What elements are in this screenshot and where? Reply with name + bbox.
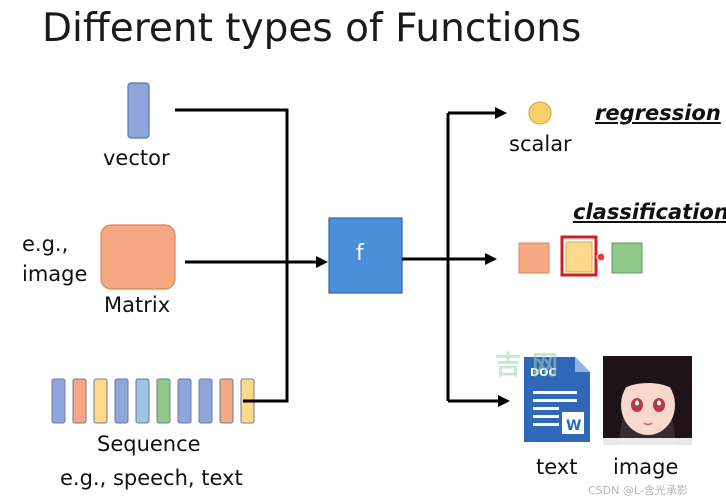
vector-label: vector bbox=[103, 146, 170, 170]
sequence-bar bbox=[51, 378, 66, 424]
function-box bbox=[328, 217, 403, 294]
class-box-green bbox=[611, 242, 643, 274]
vector-shape bbox=[127, 82, 150, 139]
class-box-orange bbox=[518, 242, 550, 274]
vector-connector bbox=[175, 108, 289, 262]
matrix-shape bbox=[100, 224, 176, 290]
regression-label: regression bbox=[595, 101, 721, 125]
scalar-shape bbox=[528, 101, 552, 125]
watermark-overlay: 吉 网 bbox=[495, 351, 560, 381]
matrix-arrow-head bbox=[316, 256, 328, 268]
doc-icon bbox=[524, 357, 590, 442]
scalar-label: scalar bbox=[509, 132, 572, 156]
class-box-yellow-highlight bbox=[560, 235, 598, 277]
sequence-bar bbox=[72, 378, 87, 424]
cursor-dot-icon bbox=[596, 252, 606, 262]
sequence-connector bbox=[243, 262, 289, 403]
classification-arrow-head bbox=[485, 253, 497, 265]
sequence-label: Sequence bbox=[97, 432, 201, 456]
doc-icon-text: DOC bbox=[530, 366, 557, 379]
page-title: Different types of Functions bbox=[42, 6, 582, 51]
matrix-example-line1: e.g., bbox=[22, 232, 69, 256]
anime-portrait-image bbox=[603, 356, 692, 445]
matrix-label: Matrix bbox=[104, 293, 171, 317]
class-box-yellow bbox=[565, 241, 593, 273]
function-label: f bbox=[356, 241, 364, 266]
matrix-example-line2: image bbox=[22, 262, 88, 286]
classification-label: classification bbox=[573, 200, 726, 224]
sequence-bar bbox=[156, 378, 171, 424]
sequence-bars bbox=[51, 378, 255, 424]
sequence-bar bbox=[177, 378, 192, 424]
sequence-bar bbox=[114, 378, 129, 424]
doc-icon-letter: W bbox=[566, 418, 581, 434]
text-output-label: text bbox=[536, 455, 578, 479]
scalar-arrow-head bbox=[495, 107, 507, 119]
sequence-bar bbox=[198, 378, 213, 424]
sequence-example: e.g., speech, text bbox=[60, 466, 243, 490]
sequence-bar bbox=[219, 378, 234, 424]
structured-output-arrow-head bbox=[498, 395, 510, 407]
watermark-text: CSDN @L-含光承影 bbox=[588, 484, 688, 497]
sequence-bar bbox=[93, 378, 108, 424]
sequence-bar bbox=[135, 378, 150, 424]
image-output-label: image bbox=[613, 455, 679, 479]
